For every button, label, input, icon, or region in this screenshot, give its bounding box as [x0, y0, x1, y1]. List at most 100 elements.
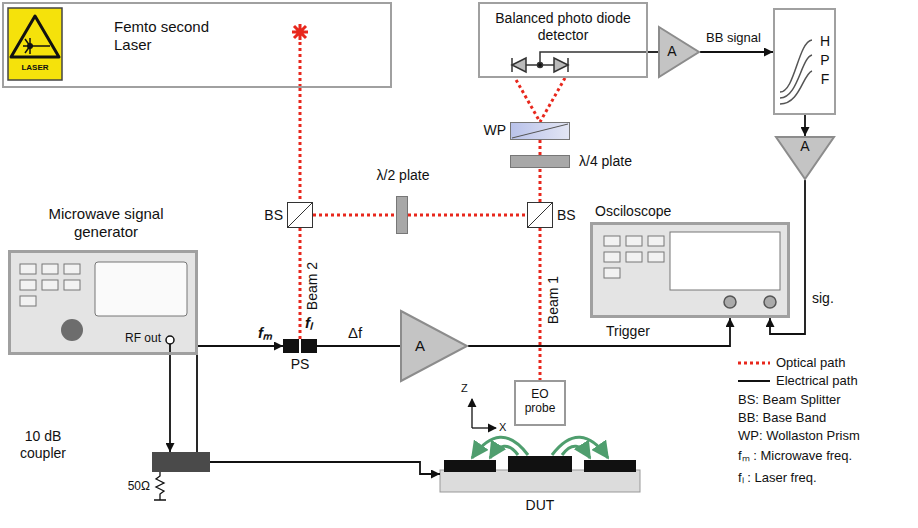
text-holder: EO probe: [520, 387, 560, 416]
node-label: A: [800, 138, 809, 155]
annotation-label: fₗ: [305, 314, 313, 332]
legend-entry: fₗ : Laser freq.: [738, 470, 817, 486]
edge-label-holder: Trigger: [606, 323, 650, 340]
laser-emitter: [292, 24, 308, 88]
legend-entry: Optical path: [738, 355, 845, 371]
text-holder: DUT: [510, 497, 570, 514]
electrical-wire: [804, 115, 806, 136]
node-label: A: [667, 43, 676, 60]
beam-splitter: BS: [287, 202, 313, 228]
edge-label-holder: Beam 1: [545, 276, 562, 324]
beam-splitter-shape: [528, 203, 553, 228]
edge-label: Δf: [348, 324, 362, 342]
electrical-wire: [317, 345, 400, 347]
photodiode-pair: [512, 52, 648, 72]
edge-label: fₘ: [258, 324, 272, 342]
signal-generator-front: [166, 336, 174, 344]
text-holder: λ/2 plate: [357, 167, 449, 184]
photodiode-pair: [512, 58, 526, 72]
high-pass-filter: H P F: [773, 8, 836, 115]
beam-splitter-shape: [287, 202, 313, 228]
oscilloscope-front: [724, 296, 736, 308]
annotation-label: 50Ω: [128, 479, 150, 493]
text-holder: RF out: [103, 331, 161, 345]
node-label: RF out: [125, 331, 161, 345]
device-under-test-drawing: [440, 456, 640, 492]
legend-entry: BB: Base Band: [738, 410, 826, 426]
device-under-test-drawing: [444, 460, 496, 472]
text-holder: A: [795, 138, 815, 155]
legend-entry: BS: Beam Splitter: [738, 392, 841, 408]
laser-emitter: [299, 42, 302, 88]
text-holder: Femto second Laser: [114, 18, 224, 54]
legend-entry: Electrical path: [738, 373, 858, 389]
label-holder: 50Ω: [114, 479, 150, 493]
edge-label: BB signal: [706, 30, 761, 46]
amplifier-triangle: A: [400, 310, 468, 382]
legend-text: BS: Beam Splitter: [738, 392, 841, 408]
edge-label: Trigger: [606, 323, 650, 340]
node-label: λ/2 plate: [377, 167, 430, 184]
half-wave-plate: λ/2 plate: [396, 196, 408, 234]
optical-path: [313, 214, 396, 217]
ps-block-shape: [283, 339, 317, 353]
signal-generator-front: [64, 264, 80, 274]
legend-entry: fₘ : Microwave freq.: [738, 448, 852, 464]
device-under-test-drawing: [508, 456, 572, 472]
node-label: Microwave signal generator: [36, 205, 176, 241]
optical-path: [539, 140, 542, 155]
photodiode-pair: [567, 58, 569, 72]
oscilloscope-front: [626, 236, 642, 246]
axis-indicator: [472, 399, 496, 428]
laser-warning-icon: [8, 8, 62, 80]
annotation-label: X: [499, 421, 506, 434]
directional-coupler: 10 dB coupler: [152, 452, 210, 472]
photodiode-pair: [526, 52, 648, 65]
node-label: WP: [483, 122, 506, 139]
electrical-wire: [210, 462, 440, 474]
optical-path: [408, 214, 527, 217]
ps-block-shape: [301, 339, 317, 353]
text-holder: Balanced photo diode detector: [493, 10, 633, 44]
node-label: DUT: [526, 497, 555, 514]
filter-response-curves: [780, 40, 812, 104]
electrical-wire: [169, 355, 171, 452]
device-under-test: DUT: [440, 455, 640, 492]
termination-resistor: [154, 472, 166, 500]
amplifier-triangle-shape: [401, 311, 467, 381]
signal-generator-front: [42, 280, 58, 290]
text-holder: BS: [557, 207, 587, 224]
legend-entry: WP: Wollaston Prism: [738, 428, 860, 444]
signal-generator-front: [20, 296, 36, 306]
device-under-test-drawing: [584, 460, 636, 472]
legend-text: BB: Base Band: [738, 410, 826, 426]
beam-splitter-shape: [288, 203, 313, 228]
electrical-wire: [468, 318, 730, 346]
amplifier-triangle-shape: [400, 310, 468, 382]
node-label: BS: [264, 207, 283, 224]
legend-sample: [738, 355, 770, 371]
signal-generator-front: [20, 264, 36, 274]
signal-generator: Microwave signal generatorRF out: [8, 250, 198, 355]
axis-indicator: [472, 427, 496, 428]
legend-text: Optical path: [776, 355, 845, 371]
edge-label-holder: sig.: [812, 290, 834, 307]
beam-splitter: BS: [527, 202, 553, 228]
wollaston-prism-shape: [512, 124, 568, 138]
ps-block: PS: [283, 339, 317, 353]
electrical-wire: [648, 51, 658, 53]
annotation-label: Z: [461, 382, 468, 395]
text-holder: λ/4 plate: [579, 153, 659, 170]
oscilloscope-front: [648, 236, 664, 246]
oscilloscope-front: [590, 222, 790, 318]
laser-warning-icon: [11, 16, 59, 57]
laser-warning-icon: [23, 38, 50, 54]
text-holder: A: [408, 337, 432, 355]
edge-label: sig.: [812, 290, 834, 307]
oscilloscope-front: [604, 268, 620, 278]
photodetector-box: Balanced photo diode detector: [478, 2, 648, 78]
text-holder: Microwave signal generator: [36, 205, 176, 241]
node-label: H P F: [819, 32, 831, 89]
edge-label-holder: Δf: [348, 324, 362, 342]
